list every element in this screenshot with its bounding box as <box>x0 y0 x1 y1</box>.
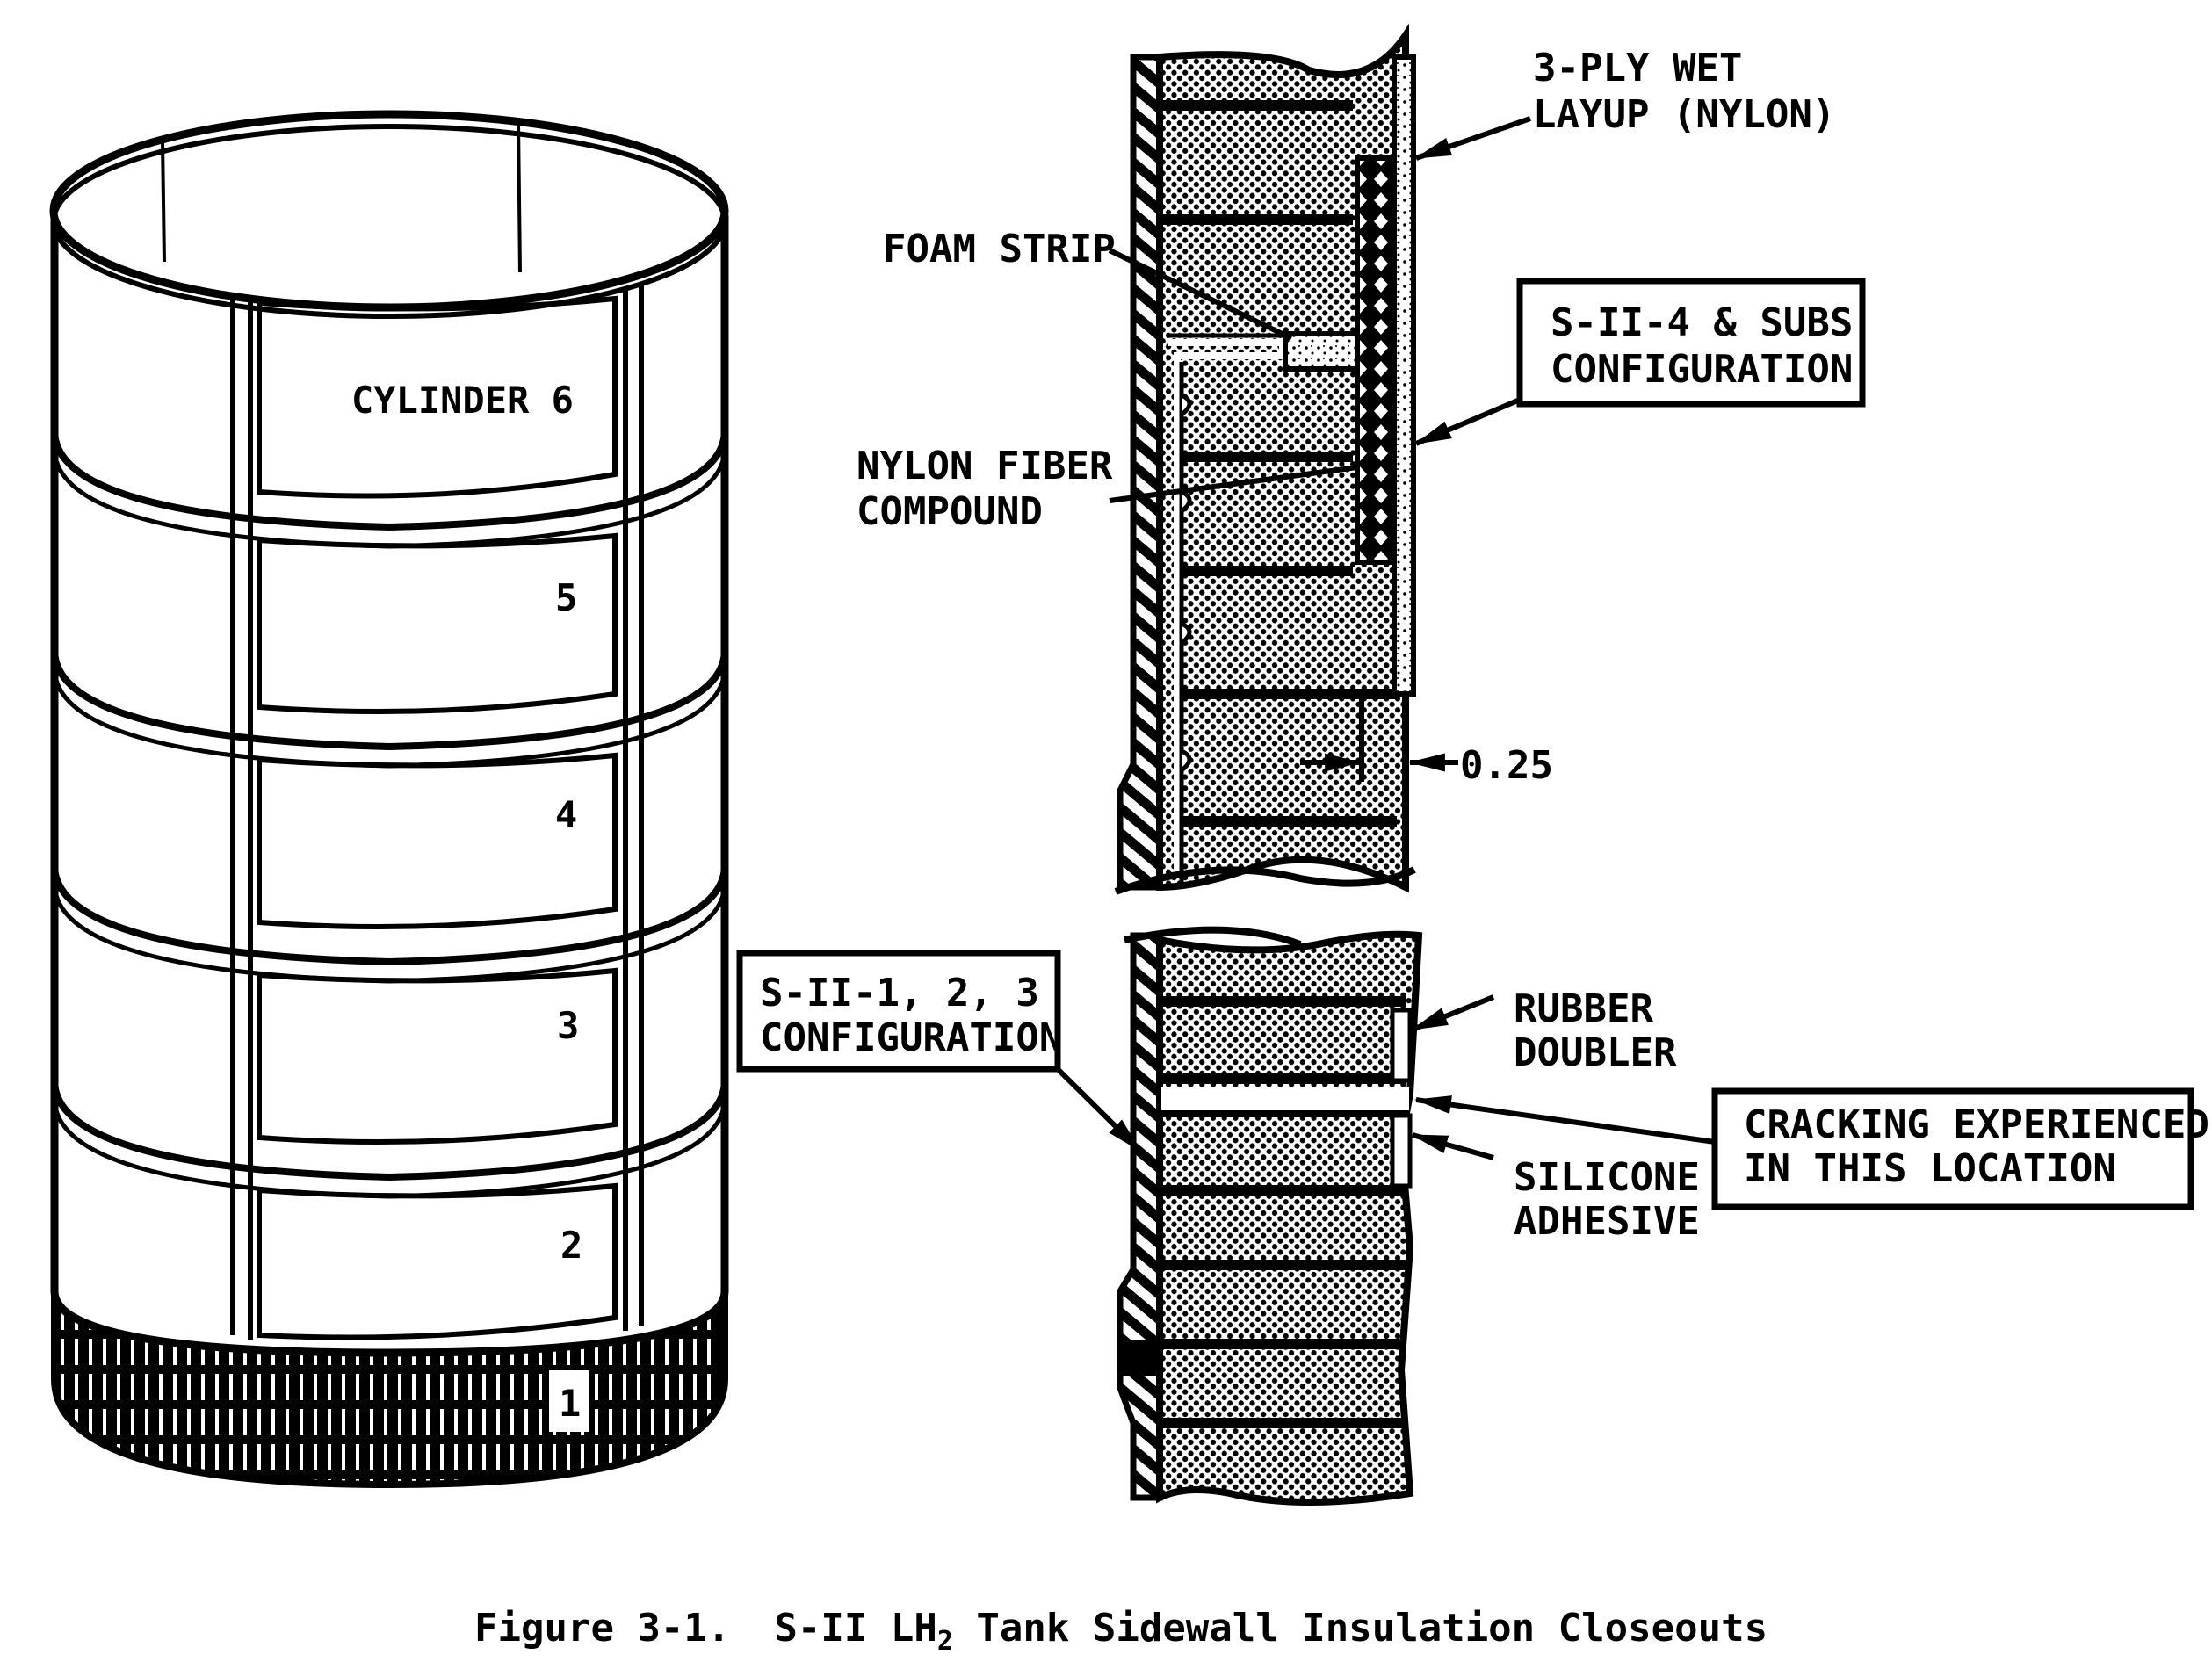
cylinder-1-label-bg <box>549 1370 589 1432</box>
foam-insulation-lower <box>1156 930 1423 1506</box>
nylon-fiber-leader <box>1109 465 1358 503</box>
caption-title-pre: S-II LH <box>774 1606 936 1651</box>
nylon-fiber-compound-strip <box>1355 155 1397 565</box>
dimension-label: 0.25 <box>1460 743 1553 788</box>
caption-prefix: Figure 3-1. <box>474 1606 730 1651</box>
silicone-adhesive-leader <box>1410 1132 1494 1160</box>
s-ii-4-config-box: S-II-4 & SUBS CONFIGURATION <box>1414 278 1866 446</box>
rubber-doubler-label-line1: RUBBER <box>1514 986 1653 1031</box>
rubber-doubler-leader <box>1411 994 1495 1032</box>
wet-layup-label-line2: LAYUP (NYLON) <box>1533 92 1835 137</box>
upper-cross-section-detail <box>1114 23 1458 895</box>
cylinder-6-label: CYLINDER 6 <box>351 379 574 422</box>
cylinder-4-label: 4 <box>555 793 577 836</box>
s-ii-1-2-3-config-line1: S-II-1, 2, 3 <box>760 971 1039 1015</box>
caption-title-post: Tank Sidewall Insulation Closeouts <box>953 1606 1767 1651</box>
s-ii-1-2-3-config-line2: CONFIGURATION <box>760 1015 1062 1060</box>
wet-layup-nylon-layer <box>1392 54 1416 697</box>
cylinder-3-label: 3 <box>557 1004 579 1047</box>
s-ii-1-2-3-config-leader <box>1055 1066 1143 1153</box>
lh2-tank-cylinder-illustration: CYLINDER 6 5 4 3 2 1 <box>49 110 729 1489</box>
cylinder-1-label: 1 <box>559 1382 581 1425</box>
nylon-fiber-label-line2: COMPOUND <box>857 489 1043 534</box>
tank-wall-lower <box>1117 932 1163 1501</box>
silicone-adhesive-label-line2: ADHESIVE <box>1514 1199 1700 1244</box>
cylinder-2-label: 2 <box>560 1224 582 1267</box>
cracking-line1: CRACKING EXPERIENCED <box>1744 1102 2209 1147</box>
cylinder-top-rim <box>49 110 729 319</box>
nylon-fiber-label-line1: NYLON FIBER <box>857 444 1113 488</box>
foam-strip-label: FOAM STRIP <box>883 227 1116 271</box>
foam-strip-leader <box>1108 248 1293 341</box>
wall-weld-land <box>1122 1340 1157 1376</box>
figure-caption: Figure 3-1. S-II LH2 Tank Sidewall Insula… <box>474 1606 1767 1657</box>
s-ii-4-config-line1: S-II-4 & SUBS <box>1551 300 1853 345</box>
rubber-doubler-lower <box>1390 1113 1413 1189</box>
crack-gap <box>1161 1087 1409 1110</box>
rubber-doubler-label-line2: DOUBLER <box>1514 1030 1677 1075</box>
foam-block-joints-lower <box>1160 996 1406 1428</box>
lower-cross-section-detail <box>1117 926 1423 1506</box>
s-ii-4-config-line2: CONFIGURATION <box>1551 347 1853 392</box>
s-ii-1-2-3-config-box: S-II-1, 2, 3 CONFIGURATION <box>736 950 1143 1153</box>
cylinder-vertical-seams <box>230 285 644 1340</box>
cracking-location-box: CRACKING EXPERIENCED IN THIS LOCATION <box>1413 1087 2209 1210</box>
wet-layup-label-line1: 3-PLY WET <box>1533 46 1742 90</box>
cylinder-5-label: 5 <box>555 576 577 619</box>
cracking-line2: IN THIS LOCATION <box>1744 1146 2116 1191</box>
rubber-doubler-upper <box>1390 1008 1413 1083</box>
foam-strip-element <box>1283 331 1360 372</box>
tank-wall-upper <box>1117 54 1163 891</box>
s-ii-4-config-leader <box>1414 397 1522 446</box>
cylinder-body-outline <box>50 215 729 1357</box>
lower-callouts: S-II-1, 2, 3 CONFIGURATION RUBBER DOUBLE… <box>736 950 2209 1244</box>
cracking-leader <box>1413 1095 1716 1145</box>
wet-layup-leader <box>1414 116 1531 161</box>
upper-callouts: 3-PLY WET LAYUP (NYLON) FOAM STRIP NYLON… <box>857 46 1866 788</box>
caption-title-subscript: 2 <box>937 1626 953 1657</box>
silicone-adhesive-label-line1: SILICONE <box>1514 1155 1700 1200</box>
